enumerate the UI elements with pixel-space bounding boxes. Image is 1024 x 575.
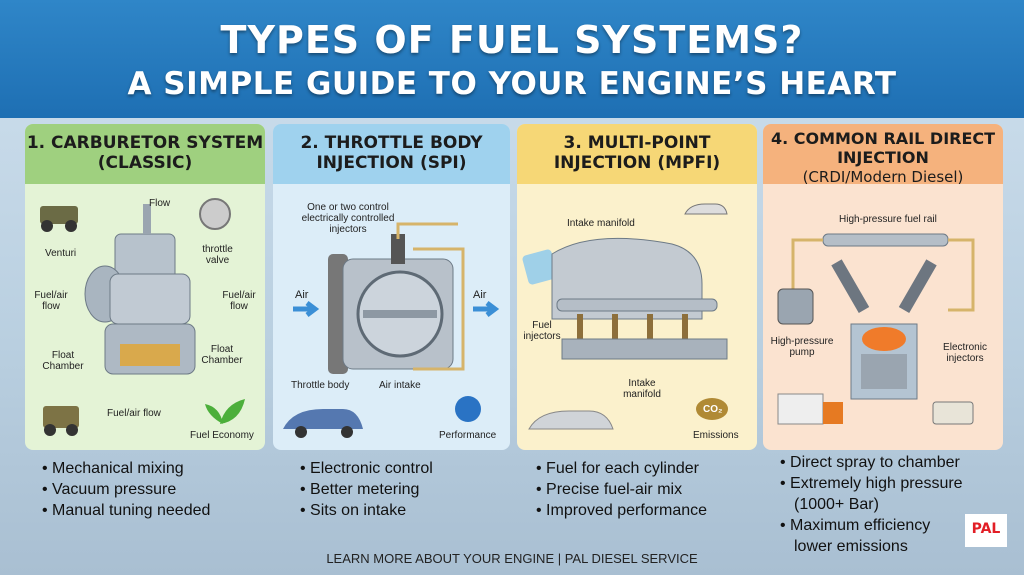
bullets-carburetor: • Mechanical mixing • Vacuum pressure • … <box>42 458 210 521</box>
mpfi-illustration <box>522 203 728 430</box>
badge-performance: Performance <box>439 430 497 441</box>
bullet: • Fuel for each cylinder <box>536 460 700 477</box>
leaf-icon <box>205 399 245 424</box>
bullet: • Sits on intake <box>300 502 407 519</box>
arrow-icon <box>473 301 500 317</box>
panel-title: 1. CARBURETOR SYSTEM (CLASSIC) <box>25 124 265 184</box>
arrow-icon <box>293 301 320 317</box>
title-line-2: A SIMPLE GUIDE TO YOUR ENGINE’S HEART <box>127 66 897 102</box>
label-fuel-air-bottom: Fuel/air flow <box>107 408 161 419</box>
label-intake-top: Intake manifold <box>567 218 635 229</box>
label-injectors: One or two control electrically controll… <box>301 202 395 235</box>
bullet: • Mechanical mixing <box>42 460 184 477</box>
bullets-throttle-body: • Electronic control • Better metering •… <box>300 458 433 521</box>
panel-mpfi: 3. MULTI-POINT INJECTION (MPFI) Intake m… <box>517 124 757 450</box>
bullet: • Direct spray to chamber <box>780 454 960 471</box>
label-float-left: Float Chamber <box>42 350 84 372</box>
badge-emissions: Emissions <box>693 430 739 441</box>
bullet: • Maximum efficiency lower emissions <box>780 517 931 555</box>
co2-cloud-icon <box>696 398 728 420</box>
pal-logo: PAL <box>965 514 1007 547</box>
bullets-mpfi: • Fuel for each cylinder • Precise fuel-… <box>536 458 707 521</box>
bullet: • Electronic control <box>300 460 433 477</box>
label-venturi: Venturi <box>45 248 77 259</box>
label-pump: High-pressure pump <box>770 336 834 358</box>
crdi-illustration <box>777 233 975 425</box>
title-line-1: TYPES OF FUEL SYSTEMS? <box>220 18 804 62</box>
header-banner: TYPES OF FUEL SYSTEMS? A SIMPLE GUIDE TO… <box>0 0 1024 118</box>
label-flow: Flow <box>149 198 171 209</box>
footer: LEARN MORE ABOUT YOUR ENGINE | PAL DIESE… <box>326 551 698 566</box>
bullet: • Improved performance <box>536 502 708 519</box>
panel-throttle-body: 2. THROTTLE BODY INJECTION (SPI) One or … <box>273 124 510 450</box>
label-float-right: Float Chamber <box>201 344 243 366</box>
panel-title: 4. COMMON RAIL DIRECT INJECTION(CRDI/Mod… <box>763 124 1003 186</box>
label-air-in: Air <box>295 289 309 301</box>
panel-crdi: 4. COMMON RAIL DIRECT INJECTION(CRDI/Mod… <box>763 124 1003 450</box>
bullet: • Vacuum pressure <box>42 481 177 498</box>
label-air-intake: Air intake <box>379 380 421 391</box>
label-electronic-injectors: Electronic injectors <box>943 342 987 364</box>
gear-icon <box>455 396 481 422</box>
carburetor-illustration <box>40 198 245 436</box>
panel-title: 3. MULTI-POINT INJECTION (MPFI) <box>517 124 757 184</box>
bullet: • Precise fuel-air mix <box>536 481 683 498</box>
label-air-out: Air <box>473 289 487 301</box>
panel-carburetor: 1. CARBURETOR SYSTEM (CLASSIC) Flow Vent… <box>25 124 265 450</box>
label-fuel-rail: High-pressure fuel rail <box>839 214 937 225</box>
bullet: • Better metering <box>300 481 420 498</box>
label-throttle-valve: throttle valve <box>202 244 233 266</box>
badge-fuel-economy: Fuel Economy <box>190 430 254 441</box>
throttle-body-illustration <box>283 222 500 438</box>
label-fuel-air-right: Fuel/air flow <box>222 290 256 312</box>
label-throttle-body: Throttle body <box>291 380 350 391</box>
panel-subtitle: (CRDI/Modern Diesel) <box>802 168 964 186</box>
label-fuel-air-left: Fuel/air flow <box>34 290 68 312</box>
bullets-crdi: • Direct spray to chamber • Extremely hi… <box>780 452 980 557</box>
co2-label: CO₂ <box>703 404 723 415</box>
bullet: • Manual tuning needed <box>42 502 211 519</box>
panel-title-text: 4. COMMON RAIL DIRECT INJECTION <box>770 129 996 167</box>
label-fuel-injectors: Fuel injectors <box>523 320 561 342</box>
bullet: • Extremely high pressure (1000+ Bar) <box>780 475 963 513</box>
label-intake-bottom: Intake manifold <box>623 378 661 400</box>
panel-title: 2. THROTTLE BODY INJECTION (SPI) <box>273 124 510 184</box>
